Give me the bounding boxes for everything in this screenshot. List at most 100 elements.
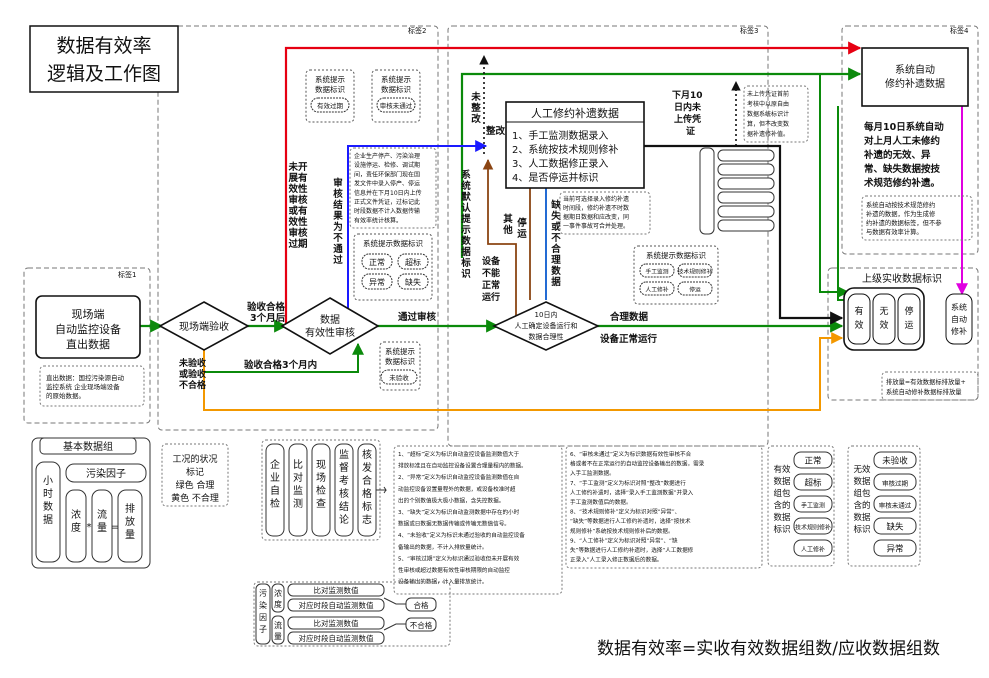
definitions-left: 1、“超标”定义为标识自动监控设备监测数值大于排放标准且在自动监控设备设置合理量… (398, 450, 527, 586)
tip3-tag-pill-3 (397, 273, 429, 290)
def-left-3: 动监控设备设置量程外的数据，或设备校准时超 (398, 485, 516, 493)
invalid-item-1: 审核过期 (882, 479, 909, 488)
sys-default-7: 据 (461, 246, 471, 258)
audit-item-issue-4: 标 (362, 501, 372, 513)
equals-sign: = (111, 522, 119, 533)
manual-note: 当前可选择录入修约补遗时间段，修约补遗不时数据期日数据和应改变，同一事件事故可合… (563, 195, 629, 230)
valid-title-1: 数据 (773, 476, 791, 487)
def-right-3: 7、“手工监测”定义为标识对照“整改”数据进行 (570, 479, 686, 487)
tip3-tag-2: 异常 (369, 278, 385, 287)
tip3-box (353, 233, 433, 301)
rectify-label: 整改 (485, 125, 506, 137)
invalid-item-2: 审核未通过 (879, 501, 912, 510)
company-note-5: 正式文件凭证，过标记此 (354, 198, 420, 206)
not-audit-5: 效性 (288, 216, 308, 228)
factor-pill (65, 463, 147, 483)
site-line-1: 现场端 (72, 307, 105, 321)
missing-label-1: 失 (551, 210, 561, 222)
basic-title-box (39, 437, 137, 455)
audit-item-issue-2: 合 (362, 474, 372, 487)
reasonable-label: 合理数据 (610, 311, 649, 323)
accept3-2: 3个月后 (250, 312, 286, 324)
def-left-4: 出的个别数值极大极小数据，含失控数据。 (398, 496, 504, 504)
invalid-item-pill-3 (873, 517, 917, 535)
upload-note-1: 考核中以原自由 (747, 100, 789, 108)
mark-note-2: 系统自动修补数据标排放量 (886, 387, 962, 396)
confirm-line-3: 数据合理性 (529, 332, 564, 341)
missing-label-2: 或 (551, 221, 561, 233)
emission-pill (117, 489, 143, 563)
site-note-2: 监控系统 企业现场端设备 (46, 382, 120, 391)
valid-item-0: 正常 (804, 456, 821, 467)
missing-label-7: 据 (551, 276, 561, 288)
region-tag4 (841, 25, 979, 255)
auto-line-2: 修约补遗数据 (885, 77, 945, 90)
valid-item-1: 超标 (804, 478, 822, 489)
attach-bar (699, 147, 715, 235)
tag4-label: 标签4 (950, 26, 969, 35)
manual-box (505, 101, 645, 189)
def-left-7: 4、“未验收”定义为标识未通过验收的自动监控设备 (398, 531, 525, 539)
tip5-tag-1: 技术规则修补 (678, 268, 713, 276)
attach-pill-2 (717, 177, 775, 190)
site-line-2: 自动监控设备 (55, 322, 121, 336)
invalid-item-pill-2 (873, 495, 917, 513)
condition-2: 标记 (186, 466, 204, 478)
missing-label-3: 不 (551, 233, 561, 244)
title-box (29, 25, 179, 93)
pass-text: 合格 (414, 600, 429, 610)
missing-label-4: 合 (551, 243, 561, 255)
pollutant-conc-pill (271, 583, 285, 613)
def-left-9: 5、“审核过期”定义为标识通过验收但未开展有效 (398, 554, 520, 562)
auto-mark-pill (945, 293, 973, 345)
definitions-right: 6、“审核未通过”定义为标识数据有效性审核不合格或者不在正常运行的自动监控设备输… (570, 450, 705, 564)
auto-mark-3: 修补 (951, 326, 967, 336)
tip5-tag-0: 手工监测 (645, 268, 668, 276)
manual-to-upper-line (644, 144, 844, 325)
def-left-0: 1、“超标”定义为标识自动监控设备监测数值大于 (398, 450, 520, 458)
valid-char-1: 有 (854, 305, 863, 317)
tip5-box (633, 245, 719, 305)
not-audit-3: 审核 (288, 194, 308, 206)
audit-line-2: 有效性审核 (305, 326, 355, 339)
tag3-label: 标签3 (740, 26, 758, 35)
manual-note-0: 当前可选择录入修约补遗 (563, 195, 629, 203)
site-note-box (39, 365, 145, 407)
valid-title-2: 组包 (773, 488, 791, 499)
def-left-5: 3、“缺失”定义为标识自动监测数据中存在的小时 (398, 508, 520, 516)
valid-char-2: 效 (854, 319, 863, 331)
manual-note-2: 据期日数据和应改变，同 (563, 213, 629, 221)
tip2-box (371, 69, 421, 123)
pollutant-box (253, 581, 451, 647)
valid-item-4: 人工修补 (801, 546, 825, 554)
not-accept-2: 或验收 (179, 368, 206, 380)
upload-note-3: 算，但不改变数 (747, 120, 789, 128)
def-right-1: 格或者不在正常运行的自动监控设备输出的数据，需录 (570, 460, 705, 468)
green-to-valid-line (819, 74, 850, 298)
stop-char-2: 运 (904, 320, 913, 331)
tip3-tag-pill-1 (397, 253, 429, 270)
audit-item-supervise-1: 督 (339, 461, 349, 474)
manual-note-box (559, 191, 651, 235)
tip4-l2: 数据标识 (385, 356, 415, 366)
tip4-box (379, 341, 421, 391)
site-note-3: 的原始数据。 (46, 391, 85, 400)
manual-step-3: 3、人工数据修正录入 (512, 157, 608, 170)
orange-invalid-line (203, 332, 844, 411)
cmp1-pill (287, 583, 385, 597)
condition-3: 绿色 合理 (176, 479, 215, 491)
valid-audit-diamond (280, 297, 380, 355)
invalid-title-4: 数据 (853, 512, 871, 523)
invalid-title-3: 含的 (853, 500, 870, 511)
upload-note-0: 未上传凭证首前 (747, 90, 789, 98)
audit-fail-7: 过 (333, 254, 343, 266)
sys-default-0: 系 (461, 169, 471, 181)
audit-item-supervise-3: 核 (339, 487, 349, 500)
invalid-item-pill-4 (873, 539, 917, 557)
pollut-title-2: 因 (259, 613, 267, 622)
invalid-title-0: 无效 (853, 464, 871, 475)
def-right-6: 8、“技术规则修补”定义为标识对照“异常”、 (570, 508, 680, 516)
mark-note-box (881, 371, 979, 401)
